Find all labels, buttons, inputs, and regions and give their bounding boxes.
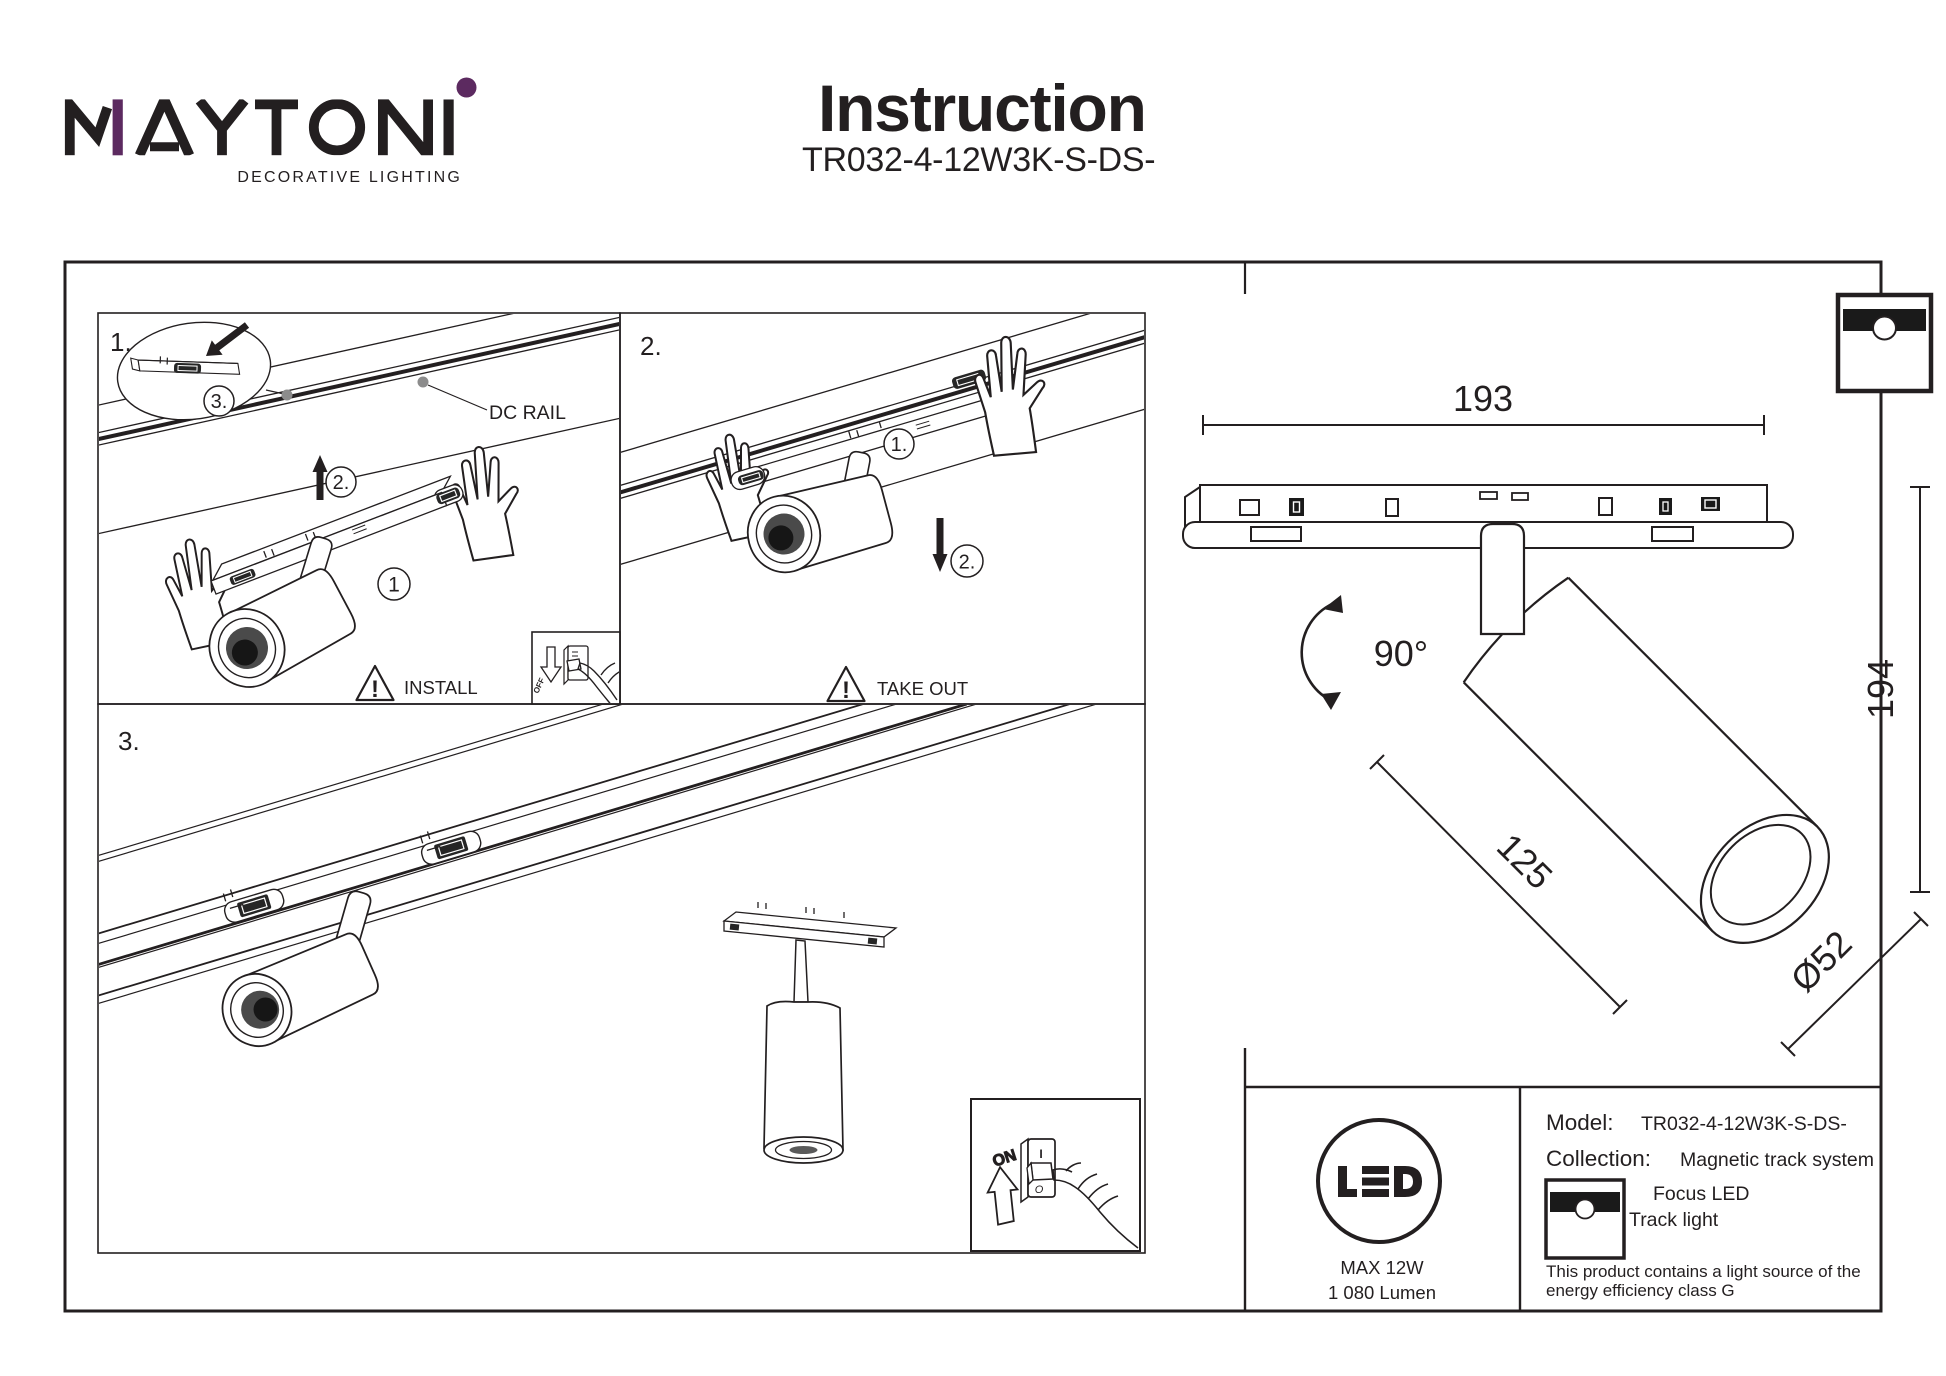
brand-accent-dot [456,77,477,98]
svg-text:194: 194 [1860,659,1901,719]
takeout-label: TAKE OUT [877,678,968,699]
type-line2: Track light [1629,1209,1719,1231]
panel3-step-label: 3. [118,726,140,756]
model-label: Model: [1546,1110,1614,1135]
brand-logo [64,77,477,156]
dim-body-diameter: Ø52 [1780,911,1929,1057]
dim-total-height: 194 [1860,486,1930,893]
switch-off-inset: OFF [531,631,621,705]
brand-tagline: DECORATIVE LIGHTING [237,169,462,186]
switch-o-mark: O [1035,1184,1044,1196]
panel1-step-label: 1. [110,327,132,357]
warning-exclamation: ! [371,676,379,703]
step-circle-1: 1. [891,434,908,456]
move-down-arrow [932,518,948,572]
switch-i-mark: I [1039,1147,1042,1161]
track-light-icon-small [1544,1178,1626,1260]
track-light-icon [1835,292,1934,394]
content-frame [63,260,1883,1313]
dimension-drawing: 193 [1182,378,1930,1057]
step-circle-1: 1 [388,574,400,597]
type-line1: Focus LED [1653,1183,1749,1205]
spec-box: MAX 12W 1 080 Lumen Model: TR032-4-12W3K… [1243,1048,1881,1310]
spot-body-drawing [1462,576,1830,944]
move-up-arrow [312,455,328,500]
energy-note-line1: This product contains a light source of … [1546,1262,1861,1281]
dc-rail-label: DC RAIL [489,402,566,424]
svg-text:Ø52: Ø52 [1783,923,1860,1000]
switch-on-label: ON [991,1147,1019,1171]
switch-on-inset: ON I O [970,1098,1141,1252]
detached-track-light [722,902,898,1164]
dim-track-length: 193 [1202,378,1765,435]
collection-label: Collection: [1546,1146,1651,1171]
step-circle-2: 2. [333,472,350,494]
detail-callout: 3. [116,321,272,421]
step-circle-2: 2. [959,552,976,574]
panel-takeout-diagram: 1. 2. ! TAKE OUT 2. [619,312,1146,705]
page-title: Instruction [818,71,1146,145]
svg-text:90°: 90° [1374,633,1428,674]
svg-text:193: 193 [1453,378,1513,419]
panel2-step-label: 2. [640,331,662,361]
max-power: MAX 12W [1340,1257,1424,1278]
energy-note-line2: energy efficiency class G [1546,1281,1735,1300]
led-badge [1316,1118,1442,1244]
dim-rotation-angle: 90° [1300,595,1428,710]
warning-exclamation: ! [842,677,850,704]
page-model-code: TR032-4-12W3K-S-DS- [802,141,1155,179]
model-value: TR032-4-12W3K-S-DS- [1641,1113,1847,1135]
brand-accent-bar [112,99,123,156]
panel-install-diagram: DC RAIL 3. [97,312,621,705]
detail-step-number: 3. [211,391,228,413]
panel-result-diagram: 3. ON I O [97,703,1146,1254]
luminous-flux: 1 080 Lumen [1328,1282,1436,1303]
collection-value: Magnetic track system [1680,1149,1874,1171]
install-label: INSTALL [404,677,478,698]
